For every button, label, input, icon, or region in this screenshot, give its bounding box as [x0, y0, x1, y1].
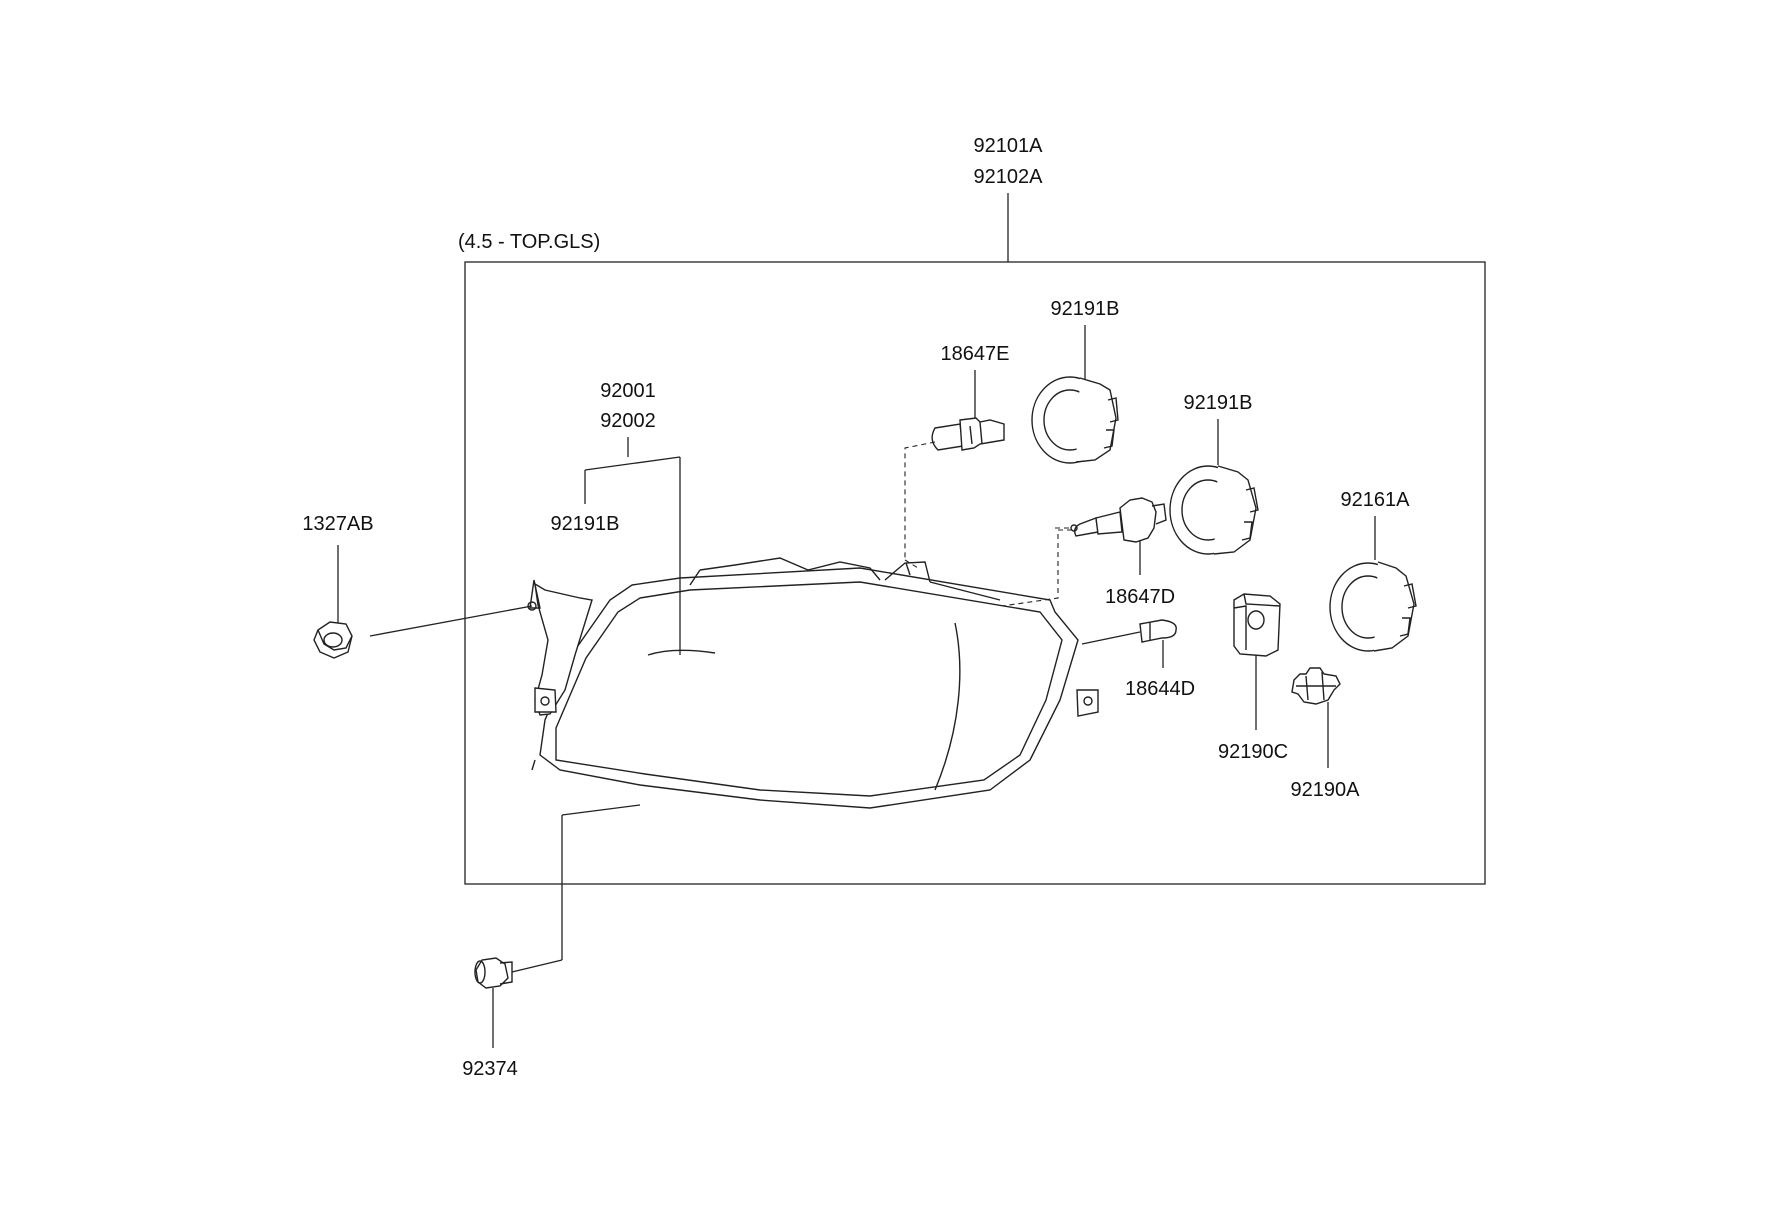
- nut-part[interactable]: [313, 621, 353, 659]
- group-label: (4.5 - TOP.GLS): [458, 231, 600, 253]
- bulb-main-part[interactable]: [1070, 497, 1167, 543]
- assembly-frame: [464, 261, 1486, 885]
- assembly-part-number-1[interactable]: 92101A: [974, 135, 1044, 157]
- cap-upper-part[interactable]: [1031, 376, 1119, 464]
- bulb-small-part[interactable]: [1139, 619, 1177, 643]
- bulb-small-to-housing-line: [1081, 631, 1141, 645]
- assembly-part-number-2[interactable]: 92102A: [974, 166, 1044, 188]
- screw-part-number[interactable]: 92374: [462, 1058, 518, 1080]
- cap-middle-part-number[interactable]: 92191B: [1184, 392, 1253, 414]
- bulb-upper-part-number[interactable]: 18647E: [941, 343, 1010, 365]
- bulb-small-part-number[interactable]: 18644D: [1125, 678, 1195, 700]
- socket-part[interactable]: [1291, 667, 1341, 705]
- cap-right-part[interactable]: [1329, 561, 1417, 652]
- socket-cover-part[interactable]: [1233, 593, 1281, 657]
- bulb-upper-part[interactable]: [931, 417, 1005, 451]
- nut-to-housing-line: [369, 605, 533, 637]
- screw-part[interactable]: [474, 957, 513, 989]
- headlamp-housing[interactable]: [527, 557, 1099, 809]
- socket-cover-part-number[interactable]: 92190C: [1218, 741, 1288, 763]
- bulb-upper-dashed-path: [904, 441, 936, 569]
- cap-middle-part[interactable]: [1169, 465, 1259, 555]
- bulb-main-part-number[interactable]: 18647D: [1105, 586, 1175, 608]
- housing-bracket-part-number[interactable]: 92191B: [551, 513, 620, 535]
- housing-leader-lines: [584, 437, 681, 655]
- cap-right-part-number[interactable]: 92161A: [1341, 489, 1411, 511]
- bulb-main-leader-lines: [1001, 529, 1141, 607]
- cap-upper-part-number[interactable]: 92191B: [1051, 298, 1120, 320]
- screw-leader-lines: [492, 804, 641, 1048]
- housing-part-number-2[interactable]: 92002: [600, 410, 656, 432]
- nut-part-number[interactable]: 1327AB: [302, 513, 373, 535]
- socket-part-number[interactable]: 92190A: [1291, 779, 1361, 801]
- housing-part-number-1[interactable]: 92001: [600, 380, 656, 402]
